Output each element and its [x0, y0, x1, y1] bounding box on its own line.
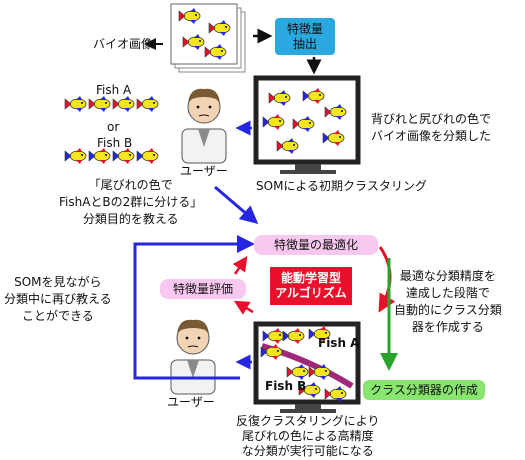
teach-again-line2: 分類中に再び教える [4, 292, 112, 306]
optimal-accuracy-line2: 達成した段階で [405, 286, 490, 300]
user-top-label: ユーザー [180, 164, 228, 178]
classifier-create-box: クラス分類器の作成 [363, 380, 485, 400]
active-learning-line2: アルゴリズム [275, 286, 347, 300]
repeat-clustering-line2: 尾びれの色による高精度 [241, 429, 374, 443]
optimal-accuracy-line1: 最適な分類精度を [399, 269, 496, 283]
fish-a-label: Fish A [96, 83, 132, 97]
or-label: or [107, 120, 120, 134]
bio-image-stack [170, 3, 246, 73]
optimal-accuracy-line4: 器を作成する [411, 320, 484, 334]
active-learning-box: 能動学習型アルゴリズム [270, 267, 352, 305]
optimal-accuracy-line3: 自動的にクラス分類 [394, 303, 502, 317]
arrow-monitor-to-eval [233, 300, 254, 315]
arrow-teach-loop [133, 235, 255, 380]
monitor-fish-b-label: Fish B [265, 379, 307, 393]
feature-extract-box: 特徴量抽出 [275, 18, 335, 55]
teach-again-text: SOMを見ながら 分類中に再び教える ことができる [4, 274, 112, 325]
arrow-teach [214, 185, 259, 224]
active-learning-line1: 能動学習型 [280, 271, 341, 285]
feature-eval-box: 特徴量評価 [160, 279, 246, 299]
user-bottom-label: ユーザー [167, 395, 215, 409]
classified-line2: バイオ画像を分類した [371, 129, 492, 143]
teach-again-line3: ことができる [21, 309, 94, 323]
teach-purpose-line3: 分類目的を教える [82, 212, 179, 226]
som-monitor-bottom [253, 321, 361, 413]
user-bottom-figure [170, 319, 216, 395]
feature-optimize-box: 特徴量の最適化 [254, 235, 378, 255]
som-monitor-top [253, 75, 361, 174]
teach-purpose-line2: FishAとBの2群に分ける」 [59, 195, 203, 209]
feature-extract-line2: 抽出 [292, 36, 317, 51]
user-top-figure [181, 88, 227, 164]
bio-image-label: バイオ画像 [93, 37, 154, 51]
fish-a-row [64, 95, 159, 113]
arrow-eval-to-optimize [232, 255, 248, 275]
som-initial-label: SOMによる初期クラスタリング [256, 179, 427, 193]
repeat-clustering-line3: な分類が実行可能になる [241, 444, 374, 458]
repeat-clustering-text: 反復クラスタリングにより 尾びれの色による高精度 な分類が実行可能になる [236, 414, 380, 459]
monitor-fish-a-label: Fish A [318, 336, 360, 350]
teach-purpose-text: 「尾びれの色で FishAとBの2群に分ける」 分類目的を教える [59, 177, 202, 228]
classified-text: 背びれと尻びれの色で バイオ画像を分類した [371, 111, 491, 145]
fish-b-label: Fish B [97, 136, 133, 150]
optimal-accuracy-text: 最適な分類精度を 達成した段階で 自動的にクラス分類 器を作成する [394, 268, 502, 336]
teach-purpose-line1: 「尾びれの色で [88, 178, 173, 192]
feature-extract-line1: 特徴量 [286, 21, 323, 36]
repeat-clustering-line1: 反復クラスタリングにより [236, 414, 380, 428]
classified-line1: 背びれと尻びれの色で [371, 112, 492, 126]
teach-again-line1: SOMを見ながら [14, 275, 102, 289]
